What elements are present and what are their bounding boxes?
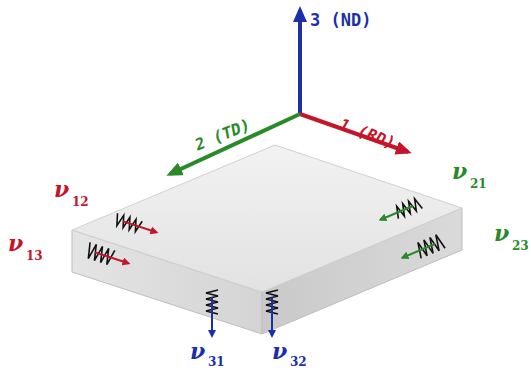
slab-top-face — [72, 145, 462, 292]
subscript-index: 13 — [26, 250, 43, 262]
subscript-index: 12 — [72, 196, 89, 208]
poisson-symbol: ν — [190, 340, 205, 362]
poisson-symbol: ν — [452, 160, 467, 182]
wave-arrow — [402, 244, 434, 258]
wave-arrow — [271, 297, 273, 336]
axis-label: 1 (RD) — [337, 116, 397, 151]
poisson-symbol: ν — [54, 178, 69, 200]
wave-arrow — [123, 221, 156, 232]
wave-stroke — [418, 235, 445, 259]
rd-axis — [300, 114, 408, 152]
wave-stroke — [397, 199, 423, 219]
axis-label: 3 (ND) — [310, 12, 371, 29]
poisson-symbol: ν — [494, 222, 509, 244]
subscript-index: 31 — [208, 356, 225, 368]
subscript-index: 32 — [290, 356, 307, 368]
subscript-index: 21 — [470, 178, 487, 190]
td-axis — [170, 114, 300, 174]
poisson-symbol: ν — [272, 340, 287, 362]
wave-symbols — [88, 199, 445, 336]
subscript-index: 23 — [512, 240, 529, 252]
wave-arrow — [211, 297, 213, 336]
nd-axis — [298, 10, 302, 114]
wave-arrow — [95, 252, 128, 263]
poisson-symbol: ν — [8, 232, 23, 254]
wave-arrow — [380, 206, 412, 220]
